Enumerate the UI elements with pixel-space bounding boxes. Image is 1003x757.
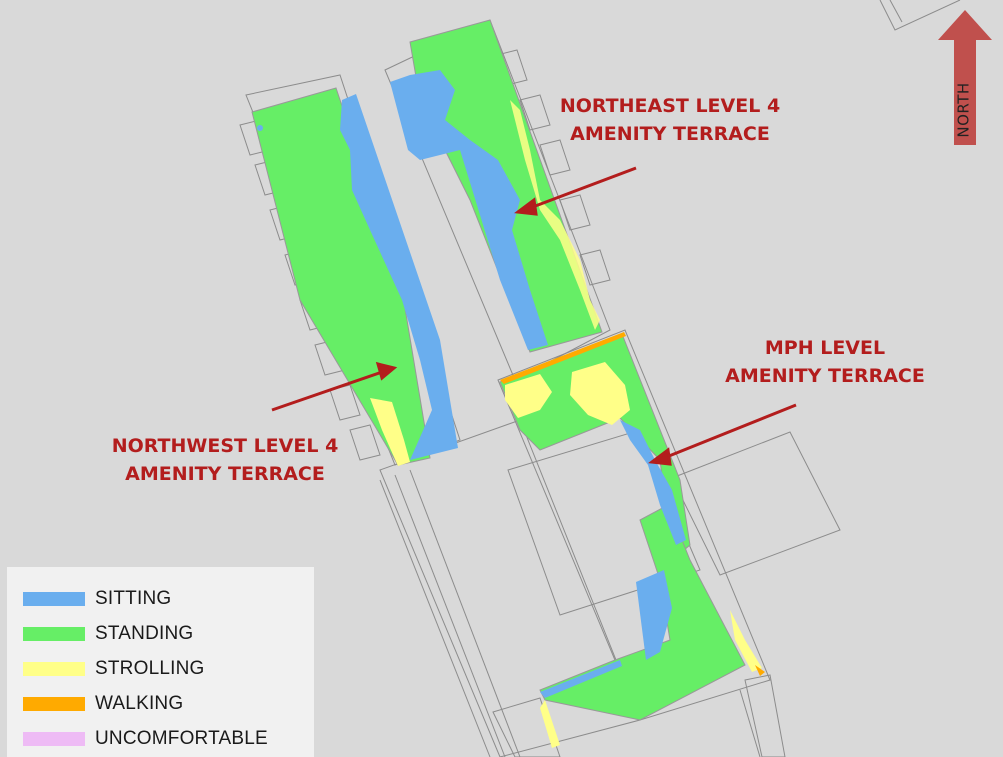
north-label-text: NORTH — [955, 82, 973, 138]
arrow-northeast — [529, 166, 637, 210]
mph-strolling-zone — [570, 362, 630, 425]
legend-label: UNCOMFORTABLE — [95, 728, 268, 749]
north-arrow-icon — [938, 10, 992, 145]
legend-swatch — [23, 697, 85, 711]
northwest-terrace-label: NORTHWEST LEVEL 4 AMENITY TERRACE — [90, 432, 360, 488]
arrow-northwest — [271, 370, 383, 412]
label-line: AMENITY TERRACE — [125, 463, 325, 485]
legend-item-sitting: SITTING — [23, 584, 171, 614]
north-arrow-label: NORTH — [944, 80, 984, 140]
label-line: AMENITY TERRACE — [725, 365, 925, 387]
legend-swatch — [23, 627, 85, 641]
label-line: NORTHWEST LEVEL 4 — [111, 435, 339, 457]
legend-item-uncomfortable: UNCOMFORTABLE — [23, 724, 268, 754]
legend-item-standing: STANDING — [23, 619, 193, 649]
building-edge — [889, 0, 903, 23]
label-line: AMENITY TERRACE — [570, 123, 770, 145]
callout-arrows — [271, 166, 797, 466]
mph-strolling-zone-west — [505, 374, 552, 418]
podium-outline — [379, 329, 841, 757]
label-line: NORTHEAST LEVEL 4 — [559, 95, 781, 117]
legend-label: STANDING — [95, 623, 194, 644]
legend-label: WALKING — [95, 693, 184, 714]
northeast-terrace — [390, 19, 603, 353]
legend-swatch — [23, 732, 85, 746]
mph-terrace-label: MPH LEVEL AMENITY TERRACE — [700, 334, 950, 390]
nw-sitting-zone — [340, 94, 458, 460]
legend-label: STROLLING — [95, 658, 205, 679]
ne-sitting-zone — [390, 70, 548, 350]
legend-label: SITTING — [95, 588, 172, 609]
label-line: MPH LEVEL — [764, 337, 886, 359]
arrow-mph — [663, 403, 797, 460]
legend-swatch — [23, 592, 85, 606]
legend-swatch — [23, 662, 85, 676]
nw-strolling-zone — [370, 398, 410, 466]
mph-walking-edge — [500, 332, 626, 384]
northeast-terrace-label: NORTHEAST LEVEL 4 AMENITY TERRACE — [540, 92, 800, 148]
legend: SITTING STANDING STROLLING WALKING UNCOM… — [7, 567, 314, 757]
ne-strolling-zone — [510, 100, 600, 330]
building-outline-top-right — [879, 0, 961, 31]
mph-sitting-zone — [620, 420, 686, 545]
legend-item-walking: WALKING — [23, 689, 183, 719]
mph-terrace — [499, 332, 765, 748]
legend-item-strolling: STROLLING — [23, 654, 205, 684]
